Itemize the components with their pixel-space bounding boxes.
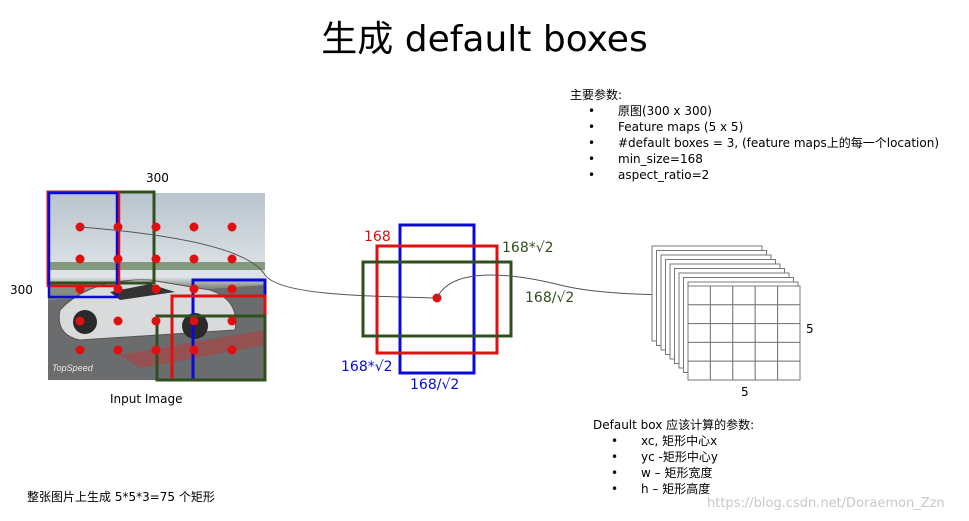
wide-width-label: 168*√2 [502,240,554,256]
anchor-dot [227,316,237,326]
param-item: Feature maps (5 x 5) [570,119,939,135]
feature-map-cell [754,304,779,325]
param-item: 原图(300 x 300) [570,103,939,119]
feature-map-cell [687,360,711,381]
topspeed-logo: TopSpeed [52,363,94,373]
default-box-param: w – 矩形宽度 [593,465,754,481]
feature-map-cell [754,360,779,381]
feature-map-cell [777,323,801,343]
feature-map-cell [687,285,711,306]
feature-map-cell [709,360,734,381]
anchor-dot [189,254,199,264]
anchor-dot [151,345,161,355]
feature-map-cell [709,304,734,325]
square-box-label: 168 [364,229,391,245]
feature-map-cell [687,341,711,362]
default-box-params: Default box 应该计算的参数: xc, 矩形中心x yc -矩形中心y… [593,417,754,497]
anchor-dot-grid [75,222,237,355]
feature-map-cell [777,285,801,306]
default-box-param: h – 矩形高度 [593,481,754,497]
anchor-dot [189,345,199,355]
feature-map-height-label: 5 [806,322,814,336]
feature-map-cell [777,360,801,381]
param-item: min_size=168 [570,151,939,167]
anchor-dot [113,254,123,264]
wide-box [361,260,513,338]
anchor-dot [189,316,199,326]
feature-map-cell [732,304,756,325]
watermark: https://blog.csdn.net/Doraemon_Zzn [707,496,945,511]
anchor-dot [113,345,123,355]
wide-height-label: 168/√2 [525,290,575,306]
tall-height-label: 168*√2 [341,359,393,375]
feature-map-cell [687,304,711,325]
anchor-dot [151,316,161,326]
feature-map-cell [754,285,779,306]
default-box-param: yc -矩形中心y [593,449,754,465]
square-box [375,244,499,355]
anchor-dot [75,345,85,355]
feature-map-cell [754,341,779,362]
feature-map-cell [777,304,801,325]
anchor-dot [113,316,123,326]
param-item: #default boxes = 3, (feature maps上的每一个lo… [570,135,939,151]
feature-map-cell [709,341,734,362]
image-blue-box-1 [47,191,119,299]
image-width-label: 300 [146,171,169,185]
anchor-dot [75,254,85,264]
feature-map-cell [732,285,756,306]
anchor-dot [151,254,161,264]
feature-map-grid [687,285,801,381]
feature-map-cell [777,341,801,362]
page-title: 生成 default boxes [321,19,648,60]
footer-note: 整张图片上生成 5*5*3=75 个矩形 [27,490,215,504]
tall-box [398,223,476,375]
anchor-dot [75,284,85,294]
anchor-dot [113,222,123,232]
tall-width-label: 168/√2 [410,377,460,393]
default-box-param: xc, 矩形中心x [593,433,754,449]
feature-map-cell [709,323,734,343]
anchor-dot [151,284,161,294]
main-params: 主要参数: 原图(300 x 300) Feature maps (5 x 5)… [570,87,939,183]
default-box-heading: Default box 应该计算的参数: [593,418,755,432]
anchor-dot [227,284,237,294]
image-height-label: 300 [10,283,33,297]
anchor-dot [189,222,199,232]
feature-map-cell [687,323,711,343]
feature-map-cell [709,285,734,306]
image-caption: Input Image [110,392,183,406]
feature-map-cell [732,323,756,343]
anchor-dot [227,254,237,264]
feature-map-cell [732,360,756,381]
param-item: aspect_ratio=2 [570,167,939,183]
feature-map-cell [732,341,756,362]
anchor-dot [75,316,85,326]
feature-map-cell [754,323,779,343]
anchor-dot [189,284,199,294]
anchor-dot [227,345,237,355]
anchor-dot [227,222,237,232]
feature-map-width-label: 5 [741,385,749,399]
anchor-dot [151,222,161,232]
main-params-heading: 主要参数: [570,88,623,102]
anchor-dot [113,284,123,294]
